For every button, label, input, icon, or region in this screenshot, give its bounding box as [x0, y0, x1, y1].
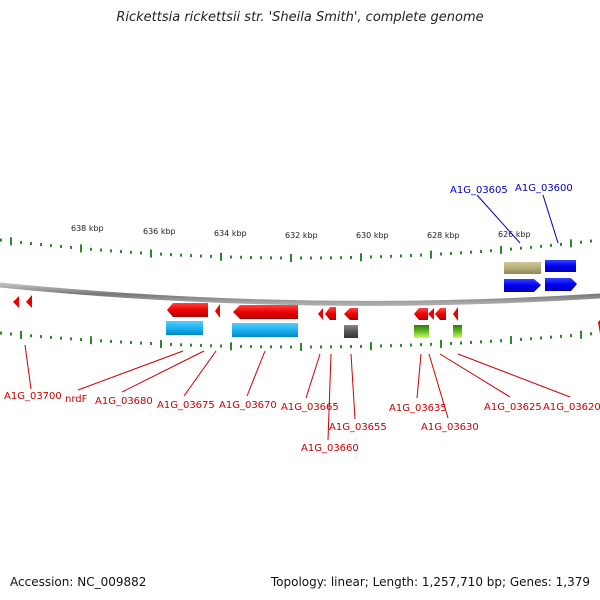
feature-green-cds-right[interactable]: [453, 325, 462, 338]
gene-arrow-A1G_03630-b[interactable]: [435, 308, 446, 320]
label-A1G_03680[interactable]: A1G_03680: [95, 396, 153, 407]
genome-summary-text: Topology: linear; Length: 1,257,710 bp; …: [270, 575, 590, 589]
scale-label-628: 628 kbp: [427, 231, 460, 240]
gene-arrow-nrdF[interactable]: [167, 303, 208, 317]
label-A1G_03620[interactable]: A1G_03620: [543, 402, 600, 413]
reverse-features: [13, 295, 600, 338]
label-A1G_03675[interactable]: A1G_03675: [157, 400, 215, 411]
gene-arrow-A1G_03655[interactable]: [344, 308, 358, 320]
feature-cyan-cds-left[interactable]: [166, 321, 203, 335]
gene-arrow-A1G_03665-a[interactable]: [318, 308, 323, 320]
label-A1G_03655[interactable]: A1G_03655: [329, 422, 387, 433]
label-A1G_03635[interactable]: A1G_03635: [389, 403, 447, 414]
forward-label-leaders: [476, 194, 559, 244]
gene-arrow-A1G_03700-b[interactable]: [26, 295, 32, 308]
label-A1G_03670[interactable]: A1G_03670: [219, 400, 277, 411]
label-A1G_03600[interactable]: A1G_03600: [515, 183, 573, 194]
scale-label-626: 626 kbp: [498, 230, 531, 239]
reverse-label-leaders: [24, 344, 571, 441]
label-A1G_03625[interactable]: A1G_03625: [484, 402, 542, 413]
map-title: Rickettsia rickettsii str. 'Sheila Smith…: [116, 10, 484, 25]
forward-features: [504, 260, 577, 292]
gene-arrow-A1G_03625[interactable]: [453, 307, 458, 321]
feature-green-cds-left[interactable]: [414, 325, 429, 338]
scale-label-638: 638 kbp: [71, 224, 104, 233]
forward-labels: A1G_03605 A1G_03600: [450, 183, 573, 196]
label-A1G_03700[interactable]: A1G_03700: [4, 391, 62, 402]
gene-arrow-forward-1[interactable]: [504, 279, 541, 292]
gene-arrow-forward-2[interactable]: [545, 278, 577, 291]
scale-labels: 638 kbp 636 kbp 634 kbp 632 kbp 630 kbp …: [71, 224, 531, 240]
reverse-labels: A1G_03700 nrdF A1G_03680 A1G_03675 A1G_0…: [4, 391, 600, 454]
feature-khaki-cds[interactable]: [504, 262, 541, 274]
scale-label-630: 630 kbp: [356, 231, 389, 240]
label-A1G_03630[interactable]: A1G_03630: [421, 422, 479, 433]
label-A1G_03665[interactable]: A1G_03665: [281, 402, 339, 413]
feature-cyan-cds-right[interactable]: [232, 323, 298, 337]
accession-text: Accession: NC_009882: [10, 575, 147, 589]
gene-arrow-A1G_03700-a[interactable]: [13, 296, 19, 308]
scale-ticks-upper: [0, 237, 592, 262]
feature-blue-cds-right[interactable]: [545, 260, 576, 272]
gene-arrow-A1G_03635[interactable]: [414, 308, 428, 320]
gene-arrow-A1G_03665-b[interactable]: [325, 307, 336, 320]
scale-label-636: 636 kbp: [143, 227, 176, 236]
gene-arrow-A1G_03680[interactable]: [215, 304, 220, 318]
genome-backbone: [0, 282, 600, 306]
label-nrdF[interactable]: nrdF: [65, 394, 88, 405]
label-A1G_03605[interactable]: A1G_03605: [450, 185, 508, 196]
scale-ticks-lower: [0, 330, 592, 351]
gene-arrow-A1G_03670[interactable]: [233, 305, 298, 319]
scale-label-632: 632 kbp: [285, 231, 318, 240]
label-A1G_03660[interactable]: A1G_03660: [301, 443, 359, 454]
gene-arrow-A1G_03630-a[interactable]: [428, 308, 434, 320]
scale-label-634: 634 kbp: [214, 229, 247, 238]
feature-gray-cds[interactable]: [344, 325, 358, 338]
